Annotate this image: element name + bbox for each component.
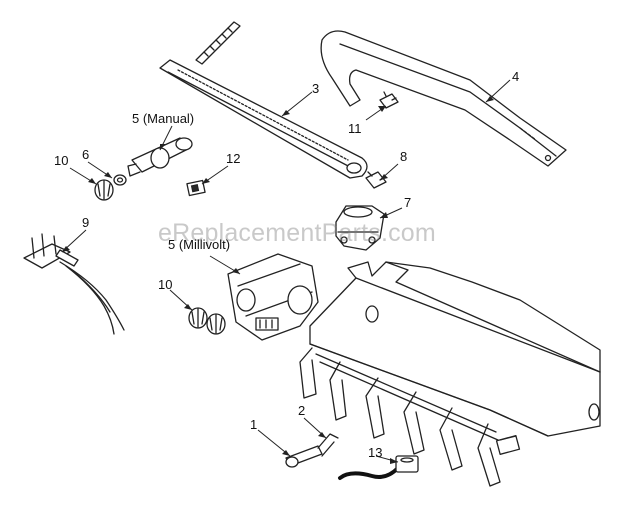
callout-7: 7 — [404, 195, 412, 210]
log-grate — [299, 347, 501, 487]
callout-4: 4 — [512, 69, 520, 84]
burner-tube-part-3 — [159, 21, 368, 179]
regulator-part-7 — [335, 205, 385, 251]
thermocouple-part-2 — [317, 433, 339, 457]
switch-part-12 — [186, 179, 206, 197]
callout-5-millivolt: 5 (Millivolt) — [168, 237, 231, 252]
orifice-part-11 — [379, 91, 399, 109]
callout-1: 1 — [250, 417, 258, 432]
fitting-part-8 — [365, 171, 387, 189]
callout-2: 2 — [298, 403, 306, 418]
ignitor-part-13 — [338, 455, 419, 480]
manual-valve-part-5 — [127, 137, 193, 177]
millivolt-valve-part-5 — [227, 253, 319, 341]
watermark-text: eReplacementParts.com — [158, 219, 436, 247]
callout-9: 9 — [82, 215, 90, 230]
leader-lines — [61, 79, 511, 464]
callout-11: 11 — [348, 121, 362, 136]
control-knob-part-10-bottom — [188, 307, 226, 335]
support-bracket-part-4 — [320, 30, 567, 167]
callout-6: 6 — [82, 147, 90, 162]
callout-13: 13 — [368, 445, 383, 460]
callout-3: 3 — [312, 81, 320, 96]
callout-5-manual: 5 (Manual) — [132, 111, 195, 126]
control-knob-part-10-top — [94, 179, 114, 201]
pilot-part-1 — [285, 445, 323, 468]
firebox-pan — [309, 261, 601, 455]
callout-10-top: 10 — [54, 153, 69, 168]
nut-part-6 — [113, 174, 127, 186]
callout-8: 8 — [400, 149, 408, 164]
callout-10-bottom: 10 — [158, 277, 173, 292]
pilot-assembly-part-9 — [23, 233, 125, 335]
callout-12: 12 — [226, 151, 241, 166]
